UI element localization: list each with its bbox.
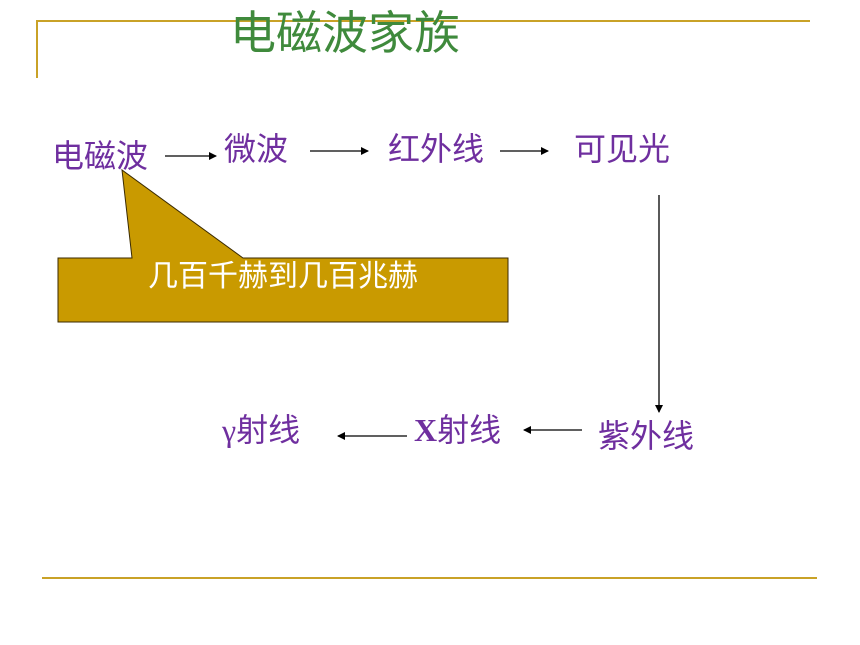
node-microwave: 微波 bbox=[224, 130, 289, 168]
node-visible-light: 可见光 bbox=[574, 130, 671, 168]
xray-suffix: 射线 bbox=[437, 411, 502, 449]
title-tick bbox=[36, 20, 38, 78]
slide-title: 电磁波家族 bbox=[230, 6, 460, 60]
footer-rule bbox=[42, 577, 817, 579]
gamma-symbol: γ bbox=[222, 412, 237, 448]
xray-symbol: X bbox=[414, 412, 438, 448]
callout-shape bbox=[57, 168, 509, 323]
title-rule bbox=[38, 20, 810, 22]
node-infrared: 红外线 bbox=[388, 130, 485, 168]
callout-text: 几百千赫到几百兆赫 bbox=[148, 259, 418, 294]
node-electromagnetic-wave: 电磁波 bbox=[52, 137, 149, 175]
node-ultraviolet: 紫外线 bbox=[598, 417, 695, 455]
gamma-suffix: 射线 bbox=[236, 411, 301, 449]
node-xray: X射线 bbox=[414, 414, 501, 446]
node-gamma: γ射线 bbox=[222, 414, 300, 446]
